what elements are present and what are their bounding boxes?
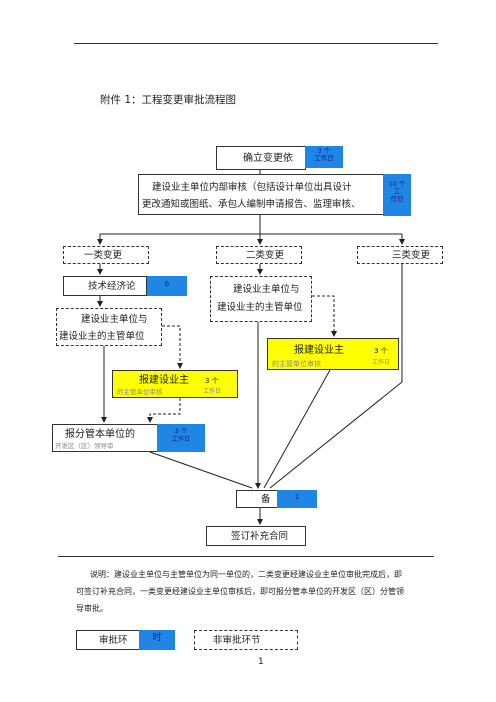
owner-review-left-box: 建设业主单位与 建设业主的主管单位 — [56, 308, 162, 346]
internal-review-line1: 建设业主单位内部审核（包括设计单位出具设计 — [152, 182, 352, 193]
submit-mgmt-days-tag-line2: 工作日 — [171, 436, 190, 444]
internal-review-days-tag: 10 个 工 作日 — [383, 174, 411, 216]
tech-economic-label: 技术经济论 — [88, 281, 136, 292]
submit-mgmt-label: 报分管本单位的 — [65, 429, 135, 440]
owner-review-left-line1: 建设业主单位与 — [81, 314, 148, 325]
legend-non-approval-box: 非审批环节 — [194, 630, 298, 650]
filing-label: 备 — [261, 494, 271, 505]
internal-review-days-tag-line2: 工 — [393, 187, 401, 196]
owner-review-left-line2: 建设业主的主管单位 — [59, 331, 145, 342]
class2-change-label: 二类变更 — [246, 250, 285, 261]
determine-days-tag-line1: 3 个 — [317, 147, 331, 155]
submit-mgmt-box: 报分管本单位的 开发区（区）领导审 — [52, 424, 158, 452]
internal-review-days-tag-line1: 10 个 — [388, 180, 406, 188]
internal-review-box: 建设业主单位内部审核（包括设计单位出具设计 更改通知或图纸、承包人编制申请报告、… — [138, 174, 384, 215]
submit-owner-left-sub: 的主管单位审核 — [117, 388, 163, 396]
submit-owner-left-tag-line1: 3 个 — [205, 377, 219, 385]
note-line3: 导审批。 — [76, 604, 108, 613]
owner-review-mid-line2: 建设业主的主管单位 — [217, 302, 303, 313]
submit-owner-right-box: 报建设业主 的主管单位审核 3 个 工作日 — [267, 338, 399, 370]
legend-approval-box: 审批环 — [76, 630, 140, 650]
sign-contract-label: 签订补充合同 — [231, 531, 289, 542]
tech-economic-days-tag-line: 6 — [164, 280, 170, 288]
determine-basis-label: 确立变更依 — [243, 153, 293, 164]
tech-economic-box: 技术经济论 — [63, 276, 147, 296]
filing-days-tag-line: 1 — [294, 493, 300, 501]
submit-owner-left-box: 报建设业主 的主管单位审核 3 个 工作日 — [112, 370, 238, 398]
submit-owner-left-tag-line2: 工作日 — [203, 388, 222, 395]
page-number: 1 — [258, 657, 264, 667]
determine-basis-box: 确立变更依 — [216, 146, 306, 170]
legend-non-approval-label: 非审批环节 — [213, 635, 261, 646]
submit-owner-left-label: 报建设业主 — [139, 375, 189, 386]
owner-review-mid-box: 建设业主单位与 建设业主的主管单位 — [210, 276, 312, 322]
submit-mgmt-days-tag-line1: 3 个 — [174, 427, 188, 435]
owner-review-mid-line1: 建设业主单位与 — [233, 284, 300, 295]
legend-approval-tag: 时 — [139, 630, 175, 650]
note-line1: 说明：建设业主单位与主管单位为同一单位的，二类变更经建设业主单位审批完成后，即 — [90, 570, 402, 579]
tech-economic-days-tag: 6 — [147, 276, 187, 296]
filing-box: 备 — [236, 490, 278, 508]
determine-days-tag: 3 个 工作日 — [305, 146, 343, 168]
determine-days-tag-line2: 工作日 — [314, 154, 334, 163]
submit-owner-right-tag-line1: 3 个 — [374, 347, 388, 355]
note-divider — [58, 556, 434, 557]
class3-change-label: 三类变更 — [392, 250, 431, 261]
top-rule — [74, 43, 438, 44]
submit-mgmt-days-tag: 3 个 工作日 — [157, 424, 205, 452]
sign-contract-box: 签订补充合同 — [206, 526, 306, 546]
filing-days-tag: 1 — [277, 490, 317, 508]
document-title: 附件 1：工程变更审批流程图 — [100, 94, 237, 106]
class3-change-box: 三类变更 — [357, 246, 443, 264]
submit-mgmt-sub: 开发区（区）领导审 — [55, 442, 114, 450]
legend-approval-tag-text: 时 — [152, 633, 162, 643]
note-line2: 可签订补充合同，一类变更经建设业主单位审核后，即可报分管本单位的开发区（区）分管… — [76, 587, 404, 596]
legend-approval-label: 审批环 — [99, 635, 128, 646]
class2-change-box: 二类变更 — [216, 246, 302, 264]
submit-owner-right-sub: 的主管单位审核 — [272, 360, 321, 368]
internal-review-line2: 更改通知或图纸、承包人编制申请报告、监理审核、 — [142, 199, 361, 210]
class1-change-label: 一类变更 — [84, 250, 123, 261]
class1-change-box: 一类变更 — [63, 246, 149, 264]
internal-review-days-tag-line3: 作日 — [390, 194, 404, 203]
submit-owner-right-label: 报建设业主 — [294, 345, 344, 356]
submit-owner-right-tag-line2: 工作日 — [372, 359, 391, 366]
